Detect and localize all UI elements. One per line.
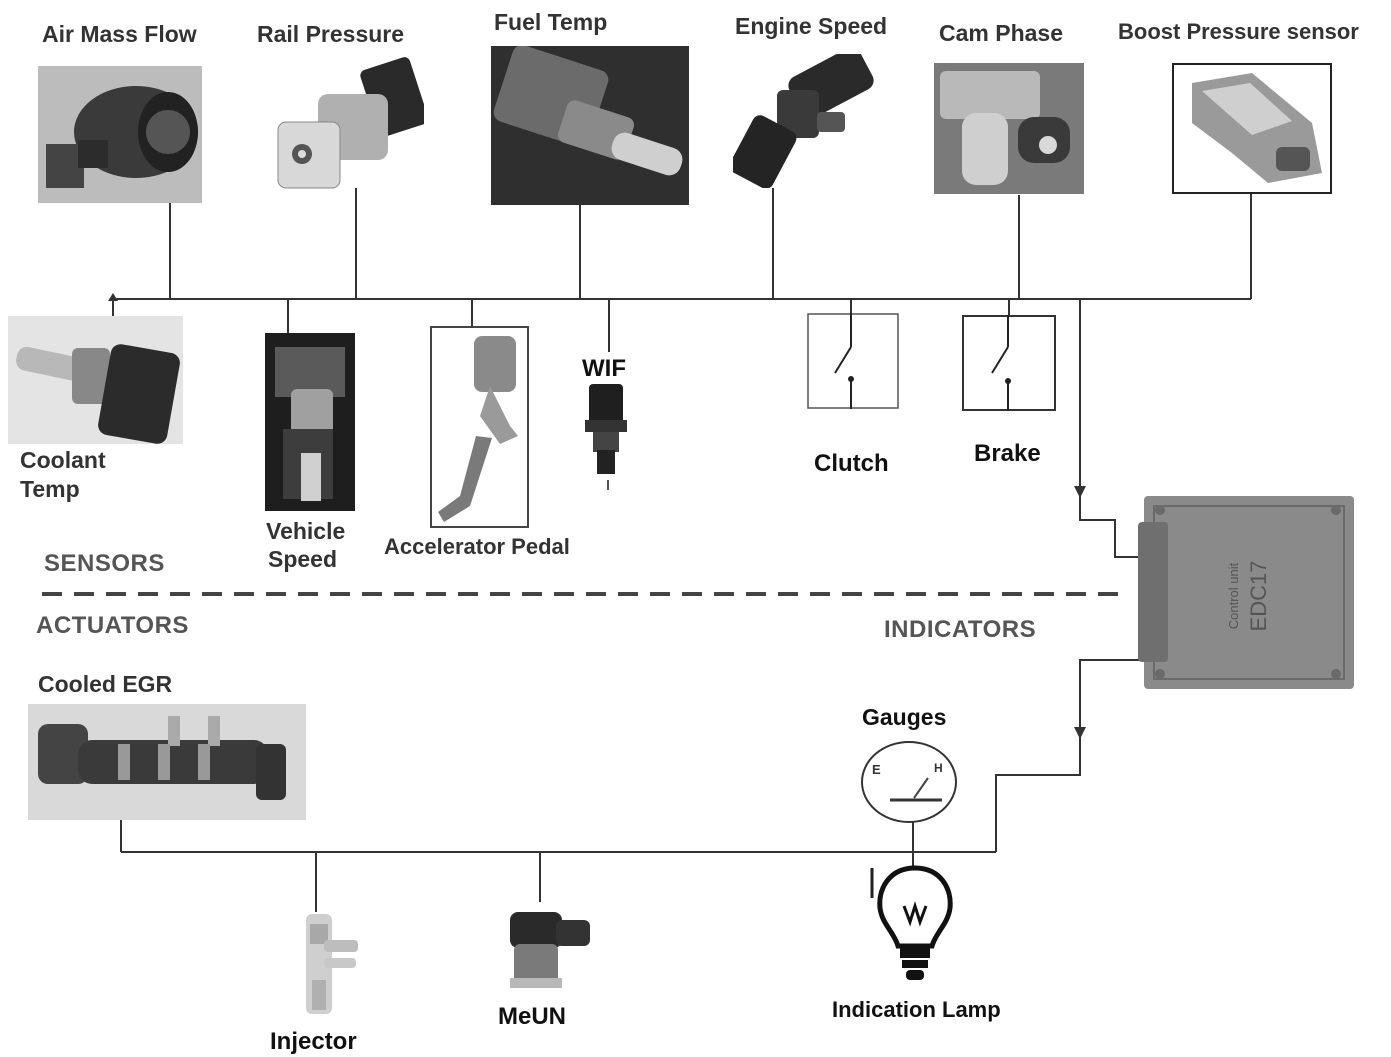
clutch-label: Clutch — [814, 450, 889, 478]
edc17-control-unit-image: Control unit EDC17 — [1138, 496, 1354, 689]
vehicle-speed-label-line1: Vehicle — [266, 518, 345, 545]
gauge-e-label: E — [872, 762, 881, 777]
fuel-temp-sensor-image — [491, 46, 689, 205]
cam-phase-sensor-image — [934, 63, 1084, 194]
brake-label: Brake — [974, 440, 1041, 468]
actuators-section-label: ACTUATORS — [36, 612, 189, 640]
engine-speed-label: Engine Speed — [735, 13, 887, 40]
arrow-down-icon — [1074, 486, 1086, 498]
air-mass-flow-sensor-image — [38, 66, 202, 203]
rail-pressure-sensor-image — [272, 56, 424, 190]
cam-phase-label: Cam Phase — [939, 20, 1063, 47]
cooled-egr-image — [28, 704, 306, 820]
engine-speed-sensor-image — [733, 54, 878, 188]
arrow-up-icon — [108, 293, 118, 301]
indication-lamp-icon — [870, 862, 960, 992]
wif-label: WIF — [582, 355, 626, 383]
coolant-temp-label-line1: Coolant — [20, 447, 106, 474]
sensor-input-wire — [1080, 299, 1140, 557]
meun-image — [500, 906, 596, 992]
arrow-down-icon — [1074, 727, 1086, 739]
vehicle-speed-label-line2: Speed — [268, 546, 337, 573]
edc17-label: EDC17 — [1246, 561, 1271, 632]
gauge-h-label: H — [934, 761, 943, 775]
coolant-temp-label-line2: Temp — [20, 476, 80, 503]
control-unit-label: Control unit — [1226, 562, 1241, 629]
indication-lamp-label: Indication Lamp — [832, 997, 1001, 1023]
coolant-temp-sensor-image — [8, 316, 183, 444]
clutch-switch-icon — [807, 313, 899, 409]
vehicle-speed-sensor-image — [265, 333, 355, 511]
cooled-egr-label: Cooled EGR — [38, 671, 172, 698]
boost-pressure-label: Boost Pressure sensor — [1118, 19, 1359, 45]
boost-pressure-sensor-image — [1172, 63, 1332, 194]
accelerator-pedal-label: Accelerator Pedal — [384, 534, 570, 560]
indicators-section-label: INDICATORS — [884, 616, 1036, 644]
brake-switch-icon — [962, 315, 1056, 411]
fuel-temp-label: Fuel Temp — [494, 9, 607, 36]
output-wire — [996, 660, 1140, 852]
air-mass-flow-label: Air Mass Flow — [42, 21, 197, 48]
sensors-section-label: SENSORS — [44, 550, 165, 578]
wif-sensor-image — [583, 384, 629, 492]
meun-label: MeUN — [498, 1003, 566, 1031]
accelerator-pedal-image — [430, 326, 529, 528]
injector-image — [296, 910, 360, 1020]
injector-label: Injector — [270, 1028, 357, 1056]
gauge-icon: E H — [860, 740, 958, 828]
gauges-label: Gauges — [862, 704, 946, 731]
rail-pressure-label: Rail Pressure — [257, 21, 404, 48]
